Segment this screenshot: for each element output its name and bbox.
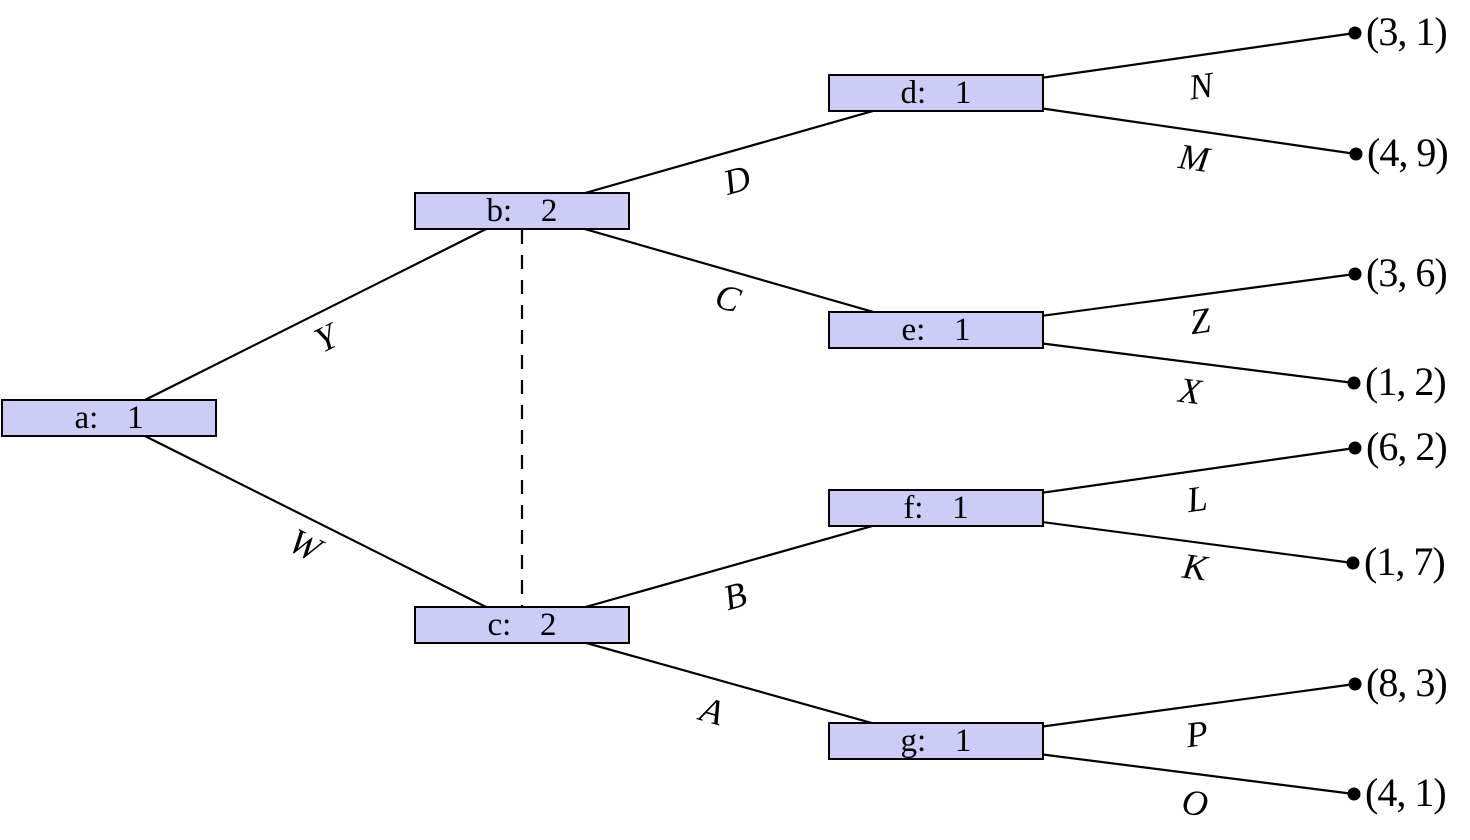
edge-b-e	[521, 209, 937, 332]
payoff-1-7: (1, 7)	[1364, 539, 1446, 585]
edge-c-g	[521, 623, 937, 743]
payoff-4-9: (4, 9)	[1367, 130, 1449, 176]
node-c: c: 2	[414, 606, 630, 644]
leaf-dot-1-2	[1347, 376, 1361, 390]
leaf-dot-1-7	[1346, 556, 1360, 570]
leaf-dot-4-9	[1349, 147, 1363, 161]
node-g: g: 1	[828, 722, 1044, 760]
edge-label-N: N	[1186, 64, 1216, 108]
node-d: d: 1	[828, 74, 1044, 112]
edge-label-X: X	[1176, 369, 1204, 413]
node-e: e: 1	[828, 311, 1044, 349]
payoff-4-1: (4, 1)	[1365, 770, 1447, 816]
edge-a-c	[108, 417, 523, 626]
payoff-6-2: (6, 2)	[1366, 424, 1448, 470]
leaf-dot-4-1	[1347, 787, 1361, 801]
edge-label-M: M	[1176, 136, 1212, 180]
node-f: f: 1	[828, 489, 1044, 527]
edge-a-b	[108, 210, 523, 419]
leaf-dot-3-6	[1348, 267, 1362, 281]
edge-c-f	[521, 506, 937, 627]
node-a: a: 1	[1, 399, 217, 437]
payoff-8-3: (8, 3)	[1366, 660, 1448, 706]
payoff-3-6: (3, 6)	[1366, 250, 1448, 296]
edge-label-K: K	[1180, 545, 1210, 589]
edge-label-P: P	[1183, 712, 1211, 756]
payoff-1-2: (1, 2)	[1365, 359, 1447, 405]
leaf-dot-8-3	[1348, 677, 1362, 691]
leaf-dot-3-1	[1348, 26, 1362, 40]
edge-label-O: O	[1179, 781, 1211, 825]
leaf-dot-6-2	[1348, 441, 1362, 455]
edge-b-d	[521, 91, 937, 213]
payoff-3-1: (3, 1)	[1366, 9, 1448, 55]
node-b: b: 2	[414, 192, 630, 230]
